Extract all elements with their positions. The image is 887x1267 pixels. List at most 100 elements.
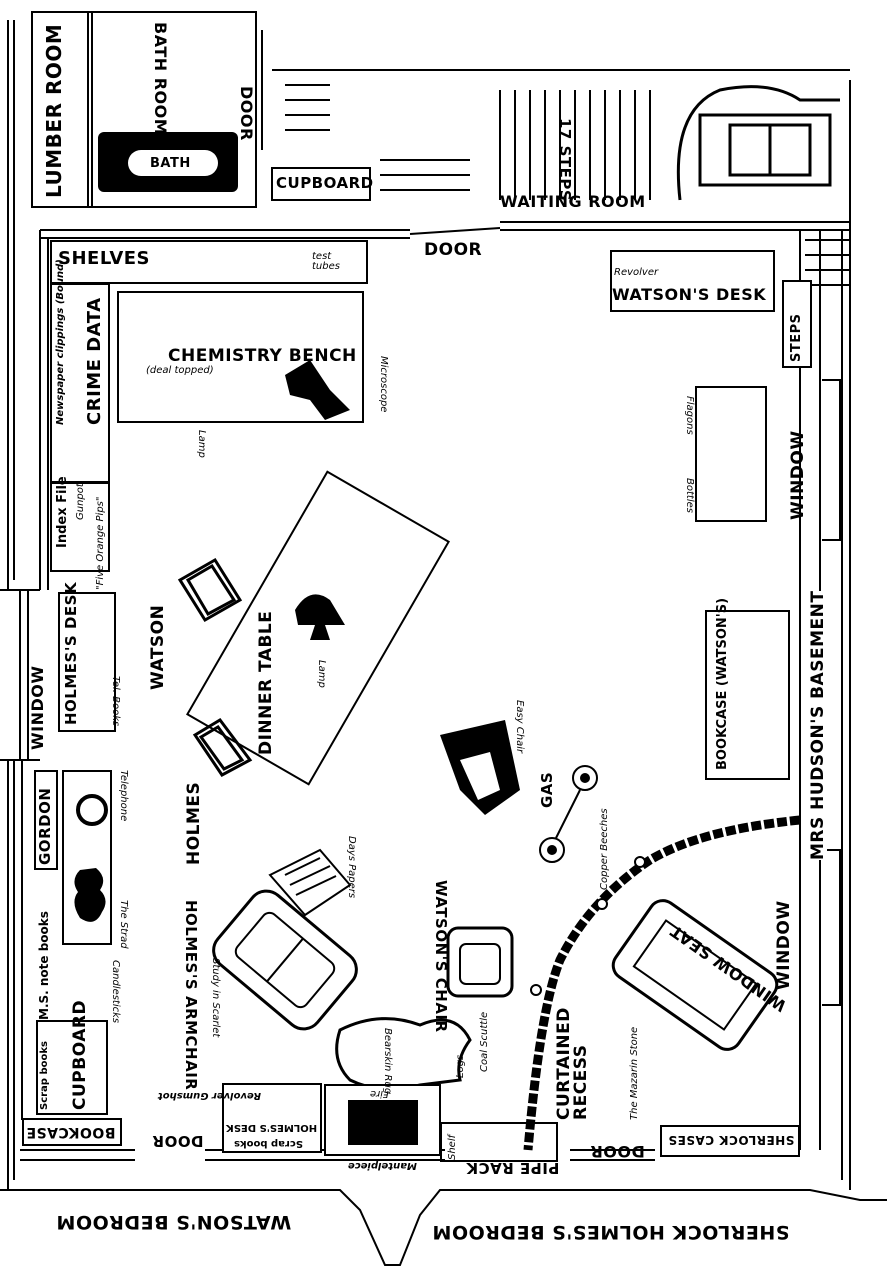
door-top-gap (409, 227, 501, 235)
window-right-frame-upper (822, 379, 841, 541)
shelves-label: SHELVES (58, 248, 151, 269)
microscope-icon (285, 360, 350, 420)
holmes-desk-small-label: HOLMES'S DESK (226, 1122, 318, 1133)
wall-left (7, 20, 15, 590)
bookcase-left-label: BOOKCASE (26, 1124, 116, 1140)
holmes-label: HOLMES (184, 781, 204, 865)
dinner-table-label: DINNER TABLE (256, 610, 276, 755)
tel-books-label: Tel. Books (110, 676, 121, 727)
chemistry-bench-label: CHEMISTRY BENCH (168, 346, 357, 366)
window-left-label: WINDOW (28, 665, 47, 750)
cupboard-left-label: CUPBOARD (70, 999, 90, 1110)
bookcase-watsons-box (705, 610, 790, 780)
pipe-rack-label: PIPE RACK (466, 1159, 560, 1177)
telephone-icon (76, 794, 108, 826)
bookcase-left-box (22, 1118, 122, 1146)
sherlock-cases-box (660, 1125, 800, 1157)
telephone-label: Telephone (118, 770, 129, 822)
steps-label: STEPS (789, 313, 804, 362)
coal-scuttle-label: Coal Scuttle (479, 1011, 490, 1072)
wall-left-lower (7, 760, 15, 1190)
holmes-bedroom-label: SHERLOCK HOLMES'S BEDROOM (432, 1221, 790, 1243)
cupboard-left-box (36, 1020, 108, 1115)
curtained-recess-label: CURTAINED RECESS (554, 1007, 591, 1120)
bearskin-rug-label: Bearskin Rug (382, 1028, 393, 1095)
watsons-desk-label: WATSON'S DESK (612, 285, 767, 304)
index-file-box (50, 482, 110, 572)
bottles-box (695, 386, 767, 522)
wall-right (841, 80, 851, 1190)
holmes-armchair-label: HOLMES'S ARMCHAIR (182, 900, 200, 1091)
door-bottom-right-label: DOOR (590, 1142, 645, 1161)
door-top-left-label: DOOR (237, 86, 256, 141)
steps-box (782, 280, 812, 368)
mantelpiece-label: Mantelpiece (348, 1160, 417, 1171)
sherlock-cases-label: SHERLOCK CASES (668, 1133, 795, 1147)
bookcase-watsons-label: BOOKCASE (WATSON'S) (715, 597, 730, 770)
revolver-desk-label: Revolver (614, 267, 659, 278)
bearskin-rug-icon (335, 1017, 472, 1091)
watson-chair-icon (177, 557, 243, 623)
candlesticks-label: Candlesticks (110, 960, 121, 1024)
scrap-books-small-label: Scrap books (234, 1138, 303, 1149)
five-orange-pips-label: "Five Orange Pips" (95, 496, 106, 590)
gordon-label: GORDON (36, 787, 54, 865)
shelves-box (50, 240, 368, 284)
watsons-chair-icon (446, 926, 514, 998)
holmes-chair-icon (192, 718, 253, 777)
holmes-desk-small-box (222, 1083, 322, 1153)
bath-room-label: BATH ROOM (151, 22, 170, 136)
the-strad-label: The Strad (118, 900, 129, 949)
holmes-desk-box (58, 592, 116, 732)
mrs-hudsons-basement-label: MRS HUDSON'S BASEMENT (808, 590, 828, 860)
mazarin-stone-label: The Mazarin Stone (629, 1026, 640, 1120)
study-in-scarlet-label: Study in Scarlet (210, 958, 221, 1038)
cupboard-top-wall (271, 167, 371, 201)
scrap-books-label: Scrap books (39, 1041, 50, 1110)
flagons-label: Flagons (684, 396, 695, 435)
watson-label: WATSON (148, 604, 168, 690)
lamp-bench-label: Lamp (196, 430, 207, 458)
gas-label: GAS (538, 771, 556, 808)
watsons-bedroom-label: WATSON'S BEDROOM (56, 1211, 292, 1233)
gunpot-label: Gunpot (75, 483, 86, 520)
bottles-label: Bottles (684, 478, 695, 513)
door-top-label: DOOR (424, 240, 483, 260)
cupboard-top-label: CUPBOARD (276, 174, 374, 192)
newspaper-clippings-label: Newspaper clippings (Bound) (55, 259, 66, 425)
index-file-label: Index File (55, 476, 70, 548)
gordon-box (34, 770, 58, 870)
holmes-desk-label: HOLMES'S DESK (62, 581, 80, 725)
violin-icon (74, 868, 106, 922)
watsons-desk-box (610, 250, 775, 312)
window-left-frame (0, 589, 40, 761)
wall-main-top (40, 221, 850, 239)
crime-data-label: CRIME DATA (84, 297, 105, 425)
bath-label: BATH (150, 156, 191, 171)
microscope-label: Microscope (378, 356, 389, 413)
watsons-chair-label: WATSON'S CHAIR (432, 880, 450, 1033)
window-right-lower-label: WINDOW (774, 900, 794, 990)
front-door-icon (676, 85, 840, 201)
wall-bottom (0, 1189, 887, 1266)
lamp-icon (295, 594, 345, 640)
lamp-table-label: Lamp (316, 660, 327, 688)
revolver-gumshot-label: Revolver Gumshot (158, 1090, 261, 1101)
window-right-upper-label: WINDOW (788, 430, 808, 520)
waiting-room-label: WAITING ROOM (500, 192, 646, 211)
steps-17-label: 17 STEPS (556, 118, 574, 202)
copper-beeches-label: Copper Beeches (599, 808, 610, 890)
bath-room-wall (87, 11, 257, 208)
deal-topped-label: (deal topped) (146, 365, 214, 376)
shelf-label: Shelf (447, 1134, 458, 1160)
fire-label: Fire (370, 1088, 389, 1099)
lumber-room-label: LUMBER ROOM (42, 23, 66, 198)
gas-icon (539, 765, 598, 863)
door-bottom-left-label: DOOR (152, 1132, 204, 1150)
lumber-room-wall (31, 11, 93, 208)
wall-main-left (39, 230, 49, 590)
violin-shelf-box (62, 770, 112, 945)
logs-label: Logs (455, 1054, 466, 1078)
days-papers-label: Days Papers (346, 836, 357, 899)
